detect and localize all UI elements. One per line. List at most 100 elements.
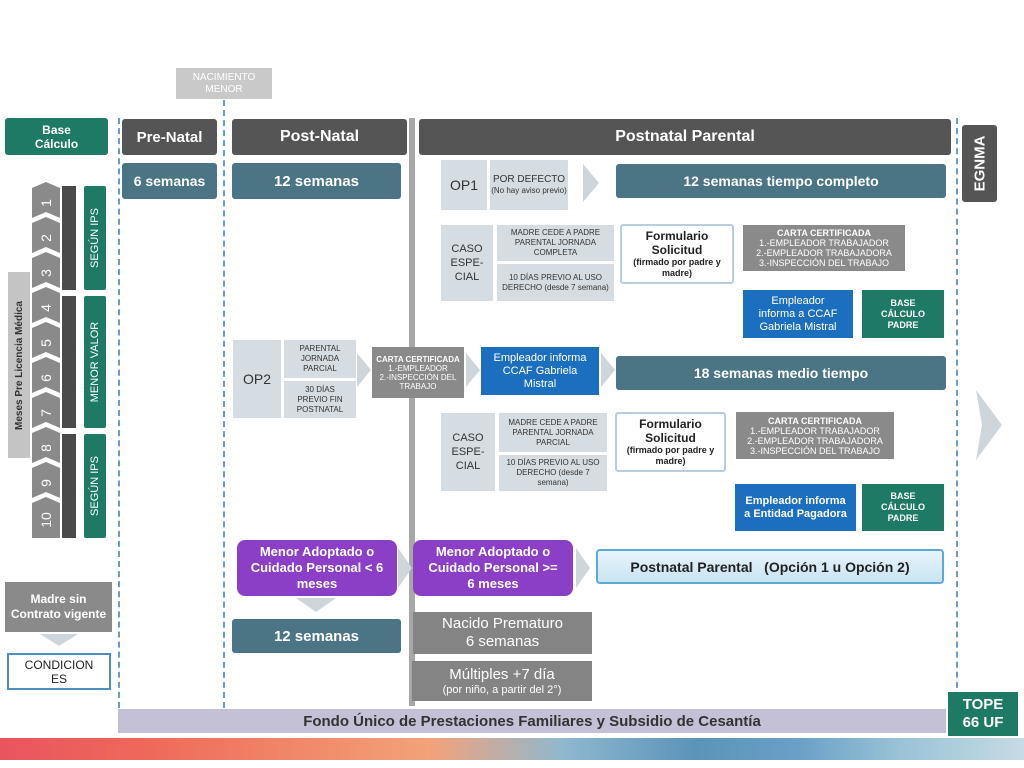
egnma-label: EGNMA [962, 125, 997, 202]
caso-especial-2-label: CASO ESPE-CIAL [441, 413, 495, 491]
case1-carta-3: 3.-INSPECCIÓN DEL TRABAJO [758, 258, 890, 268]
menor-valor-label: MENOR VALOR [84, 296, 106, 428]
month-chevron [32, 322, 60, 358]
case2-form-note: (firmado por padre y madre) [626, 445, 715, 466]
month-4: 4 [38, 304, 54, 312]
op2-empleador: Empleador informa CCAF Gabriela Mistral [481, 347, 599, 395]
op1-default-box: POR DEFECTO (No hay aviso previo) [490, 160, 568, 210]
op2-top: PARENTAL JORNADA PARCIAL [284, 340, 356, 378]
months-column [32, 182, 60, 538]
month-6: 6 [38, 374, 54, 382]
month-chevron [32, 357, 60, 393]
meses-pre-licencia-text: Meses Pre Licencia Médica [13, 300, 25, 430]
op2-bottom: 30 DÍAS PREVIO FIN POSTNATAL [284, 381, 356, 418]
case2-carta-title: CARTA CERTIFICADA [768, 415, 862, 426]
prenatal-header: Pre-Natal [122, 119, 217, 155]
case2-bottom: 10 DÍAS PREVIO AL USO DERECHO (desde 7 s… [499, 455, 607, 491]
case2-form-title: Formulario Solicitud [639, 417, 702, 445]
nacimiento-menor-label: NACIMIENTO MENOR [176, 68, 272, 99]
case2-carta: CARTA CERTIFICADA 1.-EMPLEADOR TRABAJADO… [736, 412, 894, 459]
month-5: 5 [38, 339, 54, 347]
postnatal-parental-header: Postnatal Parental [419, 119, 951, 155]
base-calculo-label: Base Cálculo [5, 118, 108, 155]
op2-carta-1: 1.-EMPLEADOR [388, 363, 448, 373]
segun-ips-top-label: SEGÚN IPS [84, 186, 106, 290]
month-chevron [32, 287, 60, 323]
prematuro-line2: 6 semanas [465, 633, 540, 650]
postnatal-option-box: Postnatal Parental (Opción 1 u Opción 2) [596, 549, 944, 584]
month-chevron [32, 182, 60, 218]
arrow-down-icon [296, 598, 336, 612]
op1-default-title: POR DEFECTO [492, 174, 566, 185]
case2-carta-1: 1.-EMPLEADOR TRABAJADOR [750, 425, 880, 436]
op1-result: 12 semanas tiempo completo [616, 164, 946, 198]
condiciones-box: CONDICION ES [7, 653, 111, 690]
segun-ips-bottom-label: SEGÚN IPS [84, 434, 106, 538]
fondo-footer: Fondo Único de Prestaciones Familiares y… [118, 709, 946, 733]
case1-carta: CARTA CERTIFICADA 1.-EMPLEADOR TRABAJADO… [743, 225, 905, 271]
tope-line1: TOPE [962, 696, 1004, 713]
divider-line [956, 118, 958, 708]
month-labels: 1 2 3 4 5 6 7 8 9 10 [32, 182, 60, 538]
multiples-line2: (por niño, a partir del 2°) [442, 683, 562, 696]
case1-form-note: (firmado por padre y madre) [633, 257, 721, 278]
meses-pre-licencia-label: Meses Pre Licencia Médica [8, 272, 30, 458]
adopt-over-6-box: Menor Adoptado o Cuidado Personal >= 6 m… [413, 540, 573, 596]
bracket-bar [62, 186, 76, 290]
bracket-bar [62, 296, 76, 428]
arrow-icon [466, 353, 480, 387]
case2-carta-3: 3.-INSPECCIÓN DEL TRABAJO [749, 445, 881, 456]
multiples-line1: Múltiples +7 día [449, 665, 555, 683]
tope-line2: 66 UF [962, 714, 1004, 731]
case1-carta-1: 1.-EMPLEADOR TRABAJADOR [759, 238, 889, 248]
month-10: 10 [38, 512, 54, 528]
month-3: 3 [38, 269, 54, 277]
postnatal-weeks: 12 semanas [232, 163, 401, 199]
case1-carta-2: 2.-EMPLEADOR TRABAJADORA [756, 248, 892, 258]
arrow-icon [357, 353, 371, 387]
op2-carta-2: 2.-INSPECCIÓN DEL TRABAJO [379, 372, 457, 391]
arrow-icon [576, 548, 590, 588]
divider-line [118, 118, 120, 708]
op2-label: OP2 [233, 340, 281, 418]
prenatal-weeks: 6 semanas [122, 163, 217, 199]
month-9: 9 [38, 479, 54, 487]
case2-form: Formulario Solicitud (firmado por padre … [615, 412, 726, 472]
case2-empleador: Empleador informa a Entidad Pagadora [735, 484, 856, 531]
segun-ips-top-text: SEGÚN IPS [89, 208, 101, 268]
op1-label: OP1 [441, 160, 487, 210]
month-chevron [32, 497, 60, 538]
tope-box: TOPE 66 UF [948, 692, 1018, 736]
case2-base: BASE CÁLCULO PADRE [862, 484, 944, 531]
prematuro-line1: Nacido Prematuro [442, 615, 563, 632]
op1-default-note: (No hay aviso previo) [491, 186, 567, 195]
op2-carta: CARTA CERTIFICADA 1.-EMPLEADOR 2.-INSPEC… [372, 347, 464, 398]
case1-bottom: 10 DÍAS PREVIO AL USO DERECHO (desde 7 s… [497, 264, 614, 301]
case2-top: MADRE CEDE A PADRE PARENTAL JORNADA PARC… [499, 413, 607, 452]
arrow-icon [583, 164, 599, 202]
divider-line [223, 100, 225, 708]
egnma-text: EGNMA [971, 135, 988, 192]
arrow-icon [398, 548, 412, 588]
case1-form-title: Formulario Solicitud [645, 229, 709, 257]
case1-form: Formulario Solicitud (firmado por padre … [620, 224, 734, 284]
menor-valor-text: MENOR VALOR [89, 321, 102, 403]
case2-carta-2: 2.-EMPLEADOR TRABAJADORA [747, 435, 883, 446]
case1-top: MADRE CEDE A PADRE PARENTAL JORNADA COMP… [497, 225, 614, 261]
arrow-icon [601, 353, 615, 387]
caso-especial-1-label: CASO ESPE-CIAL [441, 225, 493, 301]
month-8: 8 [38, 444, 54, 452]
decorative-stripe [0, 738, 1024, 760]
prematuro-box: Nacido Prematuro 6 semanas [413, 612, 592, 654]
month-chevron [32, 427, 60, 463]
month-chevron [32, 392, 60, 428]
case1-carta-title: CARTA CERTIFICADA [777, 228, 871, 238]
arrow-icon [976, 390, 1002, 460]
multiples-box: Múltiples +7 día (por niño, a partir del… [412, 661, 592, 701]
month-chevron [32, 217, 60, 253]
birth-line [409, 118, 415, 706]
madre-sin-contrato-box: Madre sin Contrato vigente [5, 582, 112, 632]
case1-empleador: Empleador informa a CCAF Gabriela Mistra… [743, 290, 853, 338]
month-1: 1 [38, 199, 54, 207]
arrow-down-icon [40, 634, 78, 646]
